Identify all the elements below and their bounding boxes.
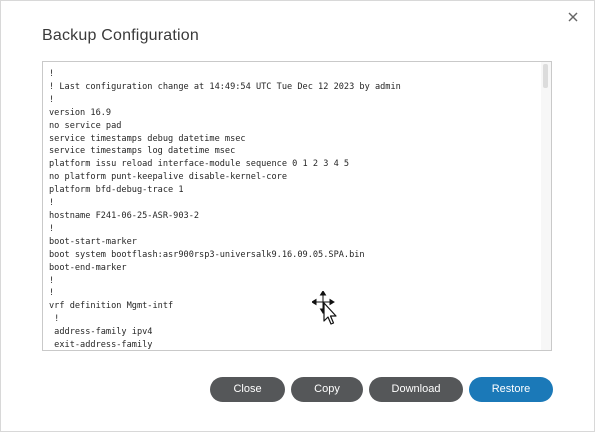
restore-button[interactable]: Restore bbox=[469, 377, 553, 402]
config-line: boot-start-marker bbox=[49, 236, 137, 247]
config-line: no platform punt-keepalive disable-kerne… bbox=[49, 172, 287, 183]
config-line: ! bbox=[49, 223, 55, 234]
scrollbar[interactable] bbox=[541, 62, 551, 350]
config-line: ! Last configuration change at 14:49:54 … bbox=[49, 81, 401, 92]
config-line: ! bbox=[49, 288, 55, 299]
close-button[interactable]: Close bbox=[210, 377, 285, 402]
config-line: ! bbox=[49, 94, 55, 105]
config-line: no service pad bbox=[49, 120, 122, 131]
config-line: ! bbox=[49, 198, 55, 209]
close-icon[interactable] bbox=[563, 7, 583, 27]
config-text: ! ! Last configuration change at 14:49:5… bbox=[49, 68, 401, 351]
move-cursor-icon bbox=[312, 291, 337, 325]
dialog-title: Backup Configuration bbox=[42, 27, 199, 44]
config-line: exit-address-family bbox=[49, 340, 153, 351]
scroll-thumb[interactable] bbox=[543, 64, 548, 88]
download-button[interactable]: Download bbox=[369, 377, 463, 402]
config-line: service timestamps log datetime msec bbox=[49, 146, 236, 157]
config-line: service timestamps debug datetime msec bbox=[49, 133, 246, 144]
config-line: ! bbox=[49, 69, 55, 79]
config-line: boot-end-marker bbox=[49, 262, 127, 273]
copy-button[interactable]: Copy bbox=[291, 377, 363, 402]
config-line: address-family ipv4 bbox=[49, 327, 153, 338]
config-line: boot system bootflash:asr900rsp3-univers… bbox=[49, 249, 365, 260]
config-line: platform issu reload interface-module se… bbox=[49, 159, 350, 170]
config-line: ! bbox=[49, 275, 55, 286]
config-text-area[interactable]: ! ! Last configuration change at 14:49:5… bbox=[42, 61, 552, 351]
config-line: vrf definition Mgmt-intf bbox=[49, 301, 174, 312]
config-line: hostname F241-06-25-ASR-903-2 bbox=[49, 210, 200, 221]
config-line: ! bbox=[49, 314, 60, 325]
config-line: platform bfd-debug-trace 1 bbox=[49, 185, 184, 196]
config-line: version 16.9 bbox=[49, 107, 112, 118]
